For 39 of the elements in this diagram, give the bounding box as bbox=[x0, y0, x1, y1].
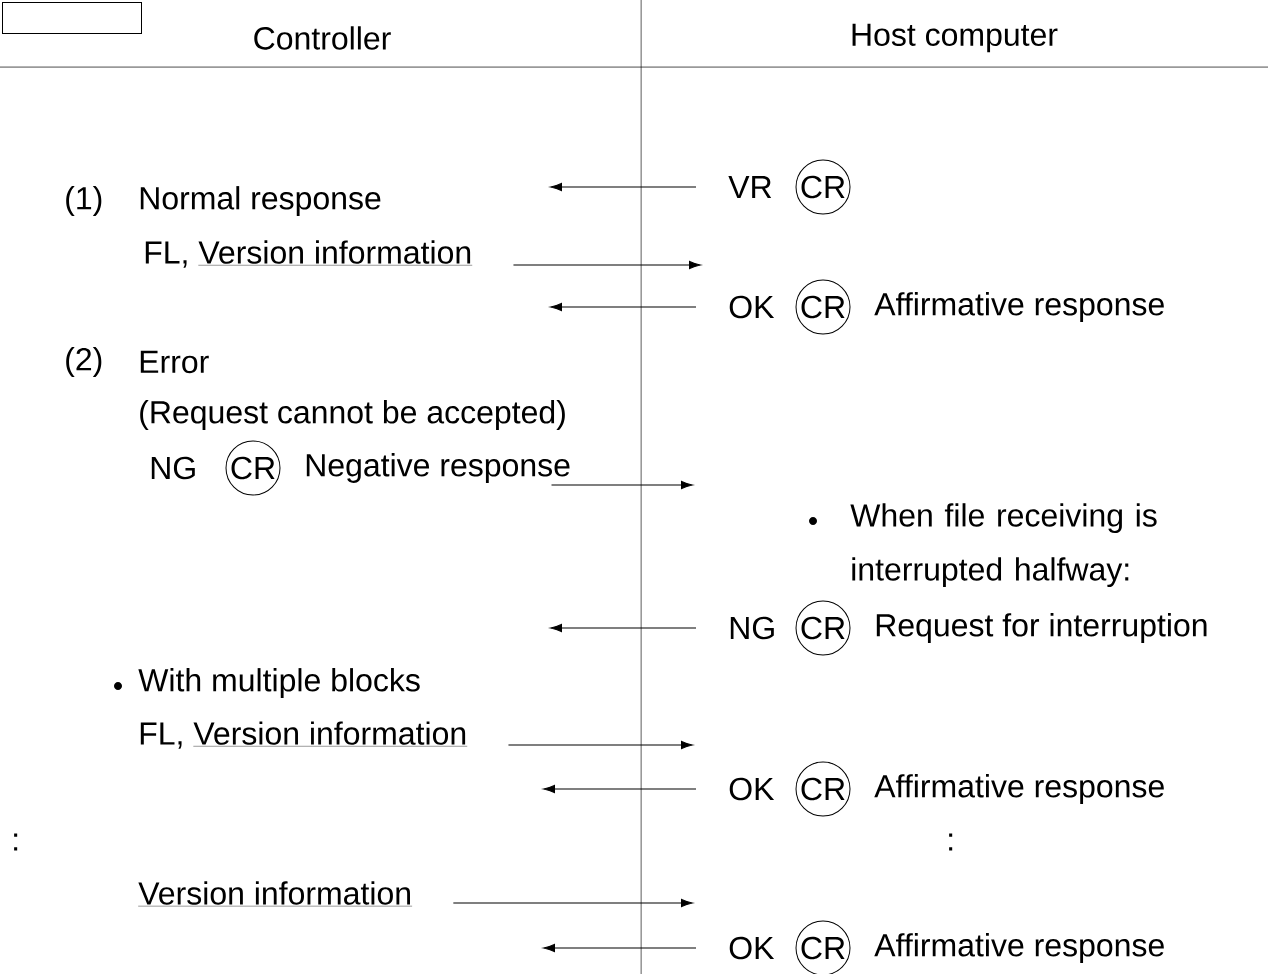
circled-code: CR bbox=[795, 600, 851, 656]
message-text: FL, Version information bbox=[145, 240, 473, 268]
message-note: Negative response bbox=[306, 453, 570, 483]
note-text: (1) bbox=[66, 186, 102, 216]
circled-code: CR bbox=[795, 920, 851, 974]
arrow bbox=[543, 784, 697, 794]
column-heading: Controller bbox=[254, 26, 391, 50]
message-text: OK bbox=[729, 777, 775, 801]
note-text: : bbox=[14, 833, 18, 851]
arrow bbox=[550, 480, 693, 490]
message-text: Version information bbox=[138, 881, 413, 907]
message-text: FL, Version information bbox=[140, 721, 468, 749]
message-note: Request for interruption bbox=[876, 613, 1207, 643]
arrow bbox=[550, 302, 697, 312]
message-text: VR bbox=[728, 176, 772, 198]
arrow bbox=[550, 182, 697, 192]
arrow bbox=[512, 260, 701, 270]
circled-code: CR bbox=[795, 159, 851, 215]
circled-code: CR bbox=[225, 440, 281, 496]
message-note: Affirmative response bbox=[874, 933, 1164, 963]
arrow bbox=[550, 623, 697, 633]
empty-box bbox=[2, 2, 142, 34]
arrow bbox=[452, 898, 693, 908]
message-text: NG bbox=[730, 616, 774, 640]
note-text: (Request cannot be accepted) bbox=[140, 400, 565, 430]
message-text: OK bbox=[729, 295, 775, 319]
column-heading: Host computer bbox=[852, 23, 1058, 53]
note-text: Error bbox=[140, 350, 209, 374]
circled-code: CR bbox=[795, 279, 851, 335]
arrow bbox=[507, 740, 693, 750]
circled-code: CR bbox=[795, 761, 851, 817]
message-note: Affirmative response bbox=[874, 292, 1164, 322]
note-text: : bbox=[949, 833, 953, 851]
note-text: (2) bbox=[66, 347, 102, 377]
arrow bbox=[543, 943, 697, 953]
note-text: When file receiving is interrupted halfway: bbox=[850, 503, 1157, 588]
message-note: Affirmative response bbox=[874, 774, 1164, 804]
message-text: OK bbox=[729, 936, 775, 960]
message-text: NG bbox=[151, 456, 195, 480]
